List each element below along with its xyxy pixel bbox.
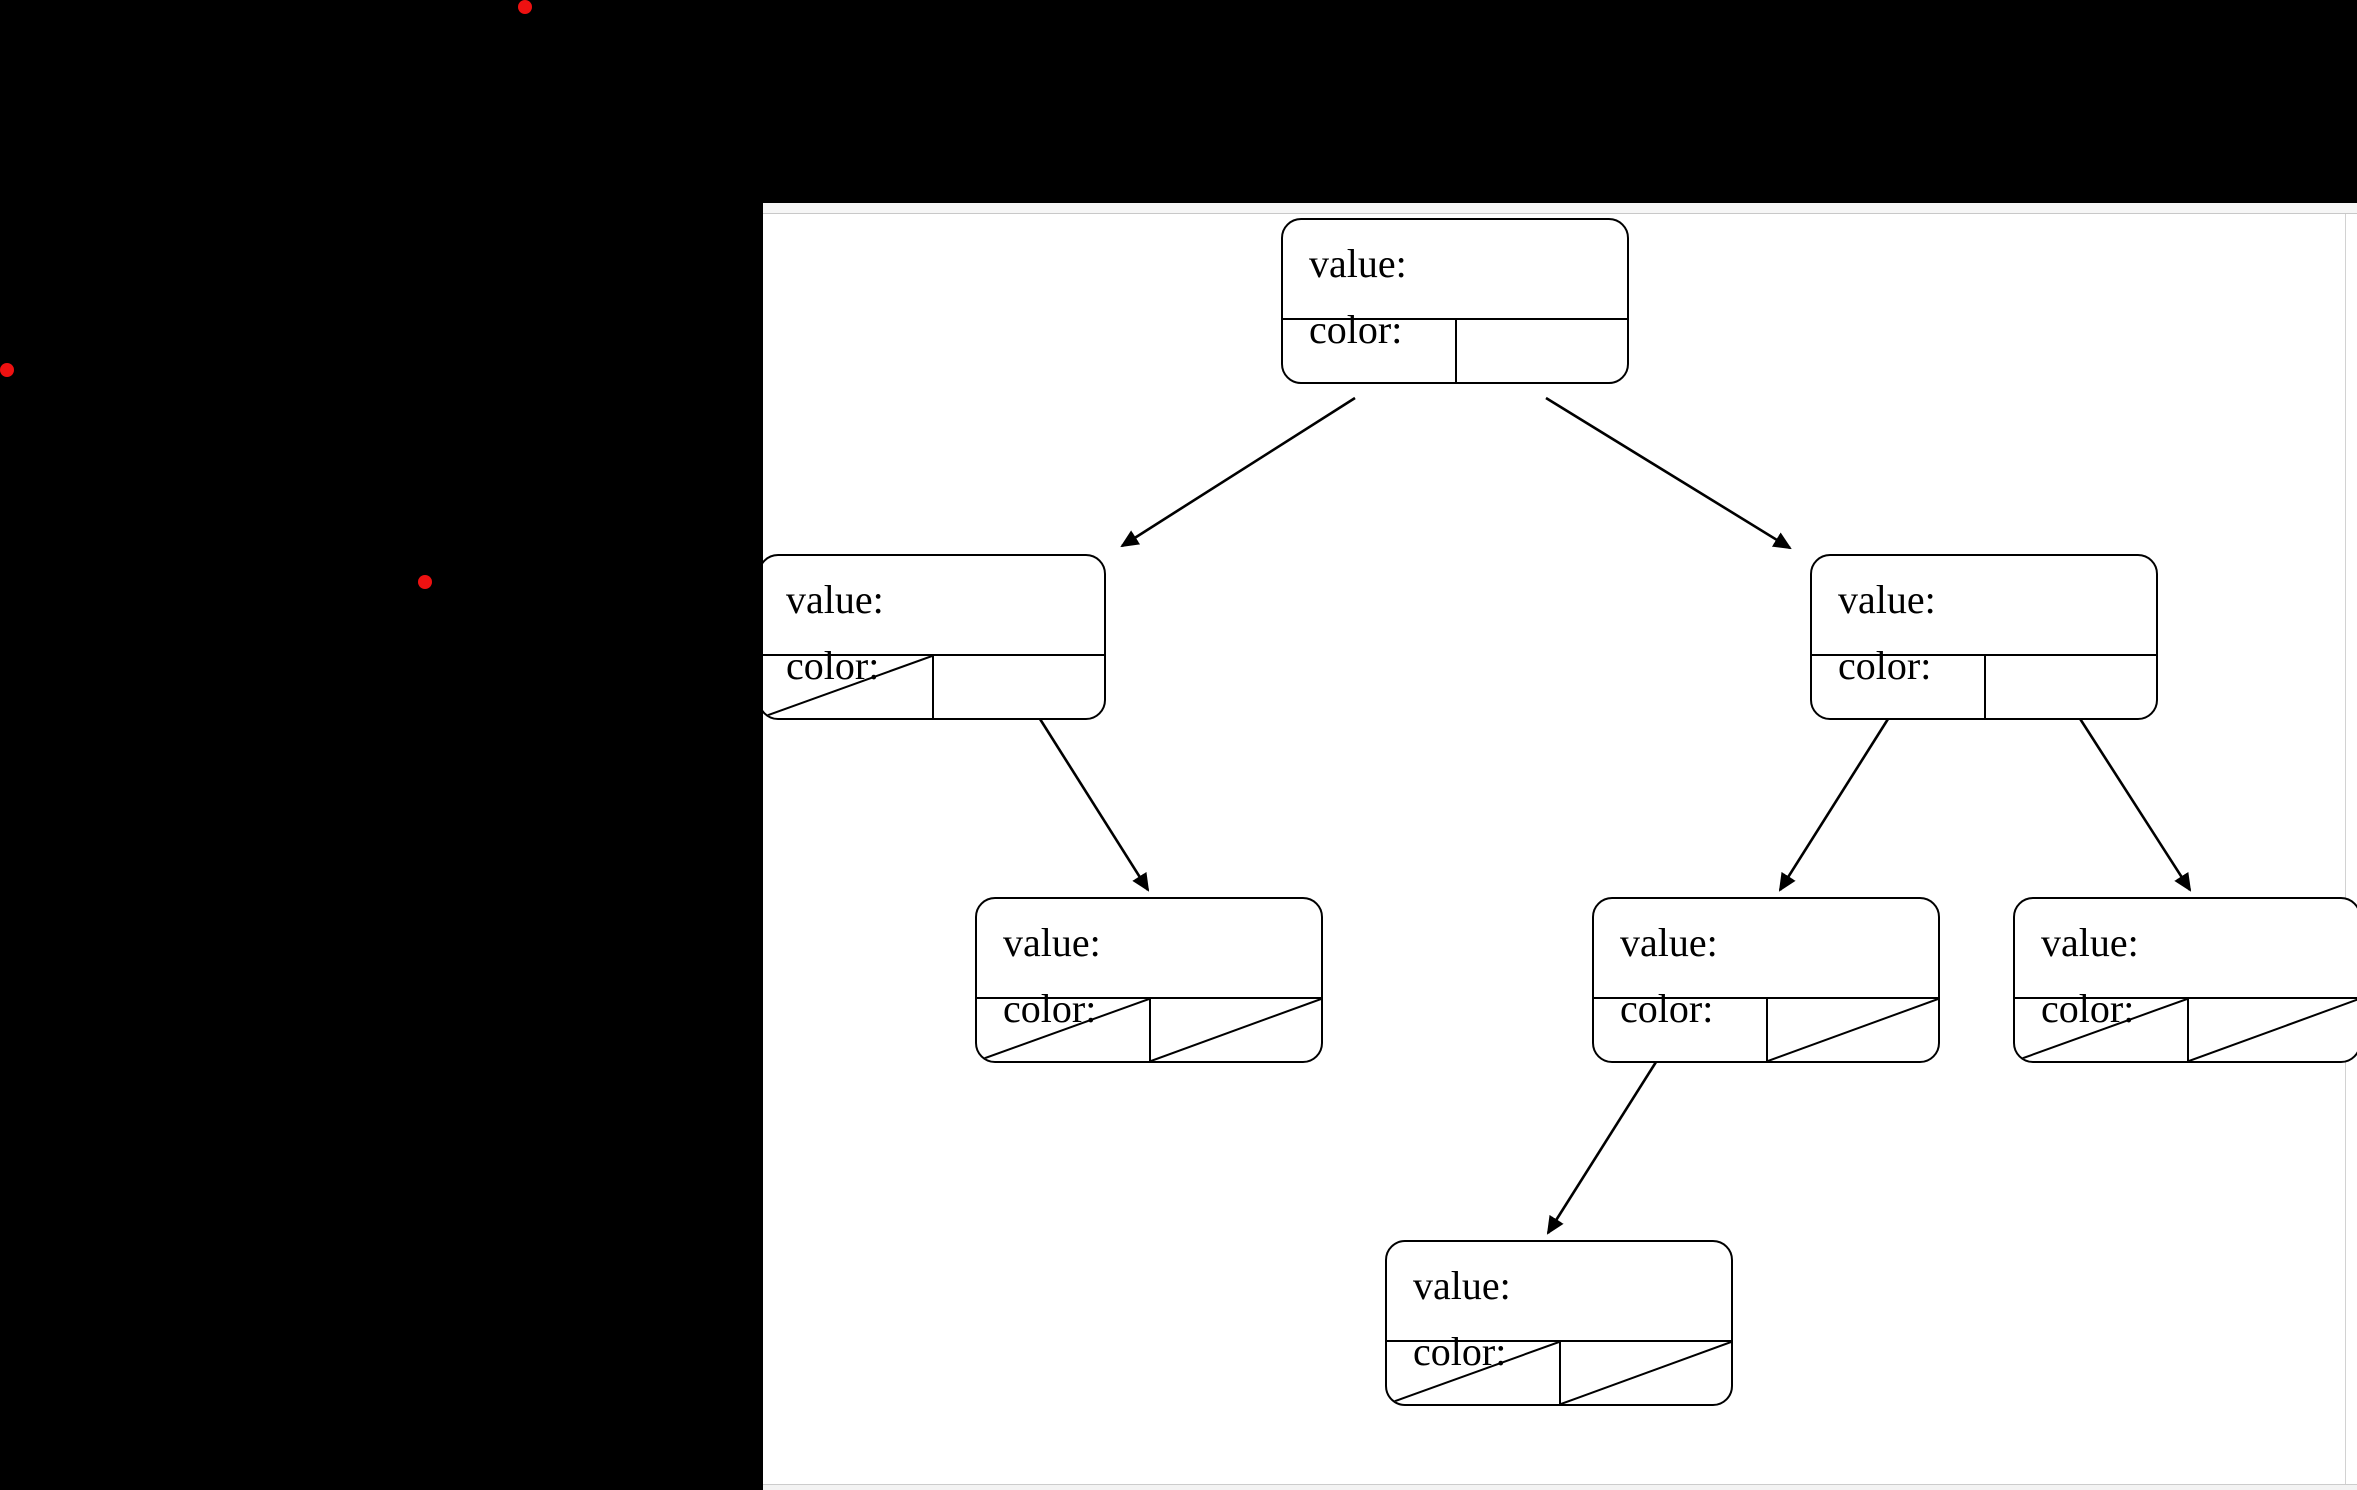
null-pointer-slash-icon — [2015, 999, 2187, 1061]
null-pointer-slash-icon — [763, 656, 932, 718]
null-pointer-slash-icon — [977, 999, 1149, 1061]
node-value-label: value: — [1413, 1263, 1511, 1308]
node-right-pointer-cell[interactable] — [1766, 999, 1938, 1061]
node-field-group: value: color: — [1387, 1242, 1731, 1398]
node-right-pointer-cell[interactable] — [1559, 1342, 1731, 1404]
edge-right-to-rightright — [2066, 699, 2192, 892]
node-right-pointer-cell[interactable] — [1149, 999, 1321, 1061]
tree-node-left-right[interactable]: value: color: — [975, 897, 1323, 1063]
node-color-label: color: — [1838, 643, 1932, 688]
node-field-group: value: color: — [1812, 556, 2156, 712]
marker-mid-dot — [418, 575, 432, 589]
node-pointer-row — [1283, 318, 1627, 382]
node-left-pointer-cell[interactable] — [1594, 999, 1766, 1061]
panel-bottom-strip — [763, 1484, 2357, 1490]
null-pointer-slash-icon — [1768, 999, 1938, 1061]
tree-node-deep[interactable]: value: color: — [1385, 1240, 1733, 1406]
node-pointer-row — [1594, 997, 1938, 1061]
marker-left-dot — [0, 363, 14, 377]
null-pointer-slash-icon — [1387, 1342, 1559, 1404]
marker-top-dot — [518, 0, 532, 14]
node-color-label: color: — [786, 643, 880, 688]
node-right-pointer-cell[interactable] — [932, 656, 1104, 718]
node-value-label: value: — [1003, 920, 1101, 965]
node-field-group: value: color: — [977, 899, 1321, 1055]
tree-node-right-left[interactable]: value: color: — [1592, 897, 1940, 1063]
vertical-scrollbar[interactable] — [2345, 214, 2357, 1490]
node-color-label: color: — [1413, 1329, 1507, 1374]
node-pointer-row — [1812, 654, 2156, 718]
panel-top-strip — [763, 203, 2357, 214]
node-pointer-row — [977, 997, 1321, 1061]
edge-left-to-leftright — [1026, 699, 1150, 892]
node-left-pointer-cell[interactable] — [977, 999, 1149, 1061]
node-pointer-row — [1387, 1340, 1731, 1404]
node-pointer-row — [2015, 997, 2357, 1061]
node-left-pointer-cell[interactable] — [1283, 320, 1455, 382]
node-color-label: color: — [1309, 307, 1403, 352]
diagram-viewport[interactable]: value:color:value:color:value:color:valu… — [763, 203, 2357, 1490]
tree-node-left[interactable]: value: color: — [763, 554, 1106, 720]
edge-right-to-rightleft — [1778, 699, 1902, 892]
node-right-pointer-cell[interactable] — [1984, 656, 2156, 718]
node-field-group: value: color: — [763, 556, 1104, 712]
node-color-label: color: — [2041, 986, 2135, 1031]
edge-root-to-right — [1545, 396, 1792, 550]
node-left-pointer-cell[interactable] — [1812, 656, 1984, 718]
tree-node-right-right[interactable]: value: color: — [2013, 897, 2357, 1063]
edge-root-to-left — [1120, 396, 1356, 548]
node-value-label: value: — [1620, 920, 1718, 965]
node-left-pointer-cell[interactable] — [1387, 1342, 1559, 1404]
node-right-pointer-cell[interactable] — [1455, 320, 1627, 382]
null-pointer-slash-icon — [1151, 999, 1321, 1061]
node-field-group: value: color: — [1283, 220, 1627, 376]
node-value-label: value: — [786, 577, 884, 622]
node-right-pointer-cell[interactable] — [2187, 999, 2357, 1061]
node-value-label: value: — [1838, 577, 1936, 622]
node-left-pointer-cell[interactable] — [763, 656, 932, 718]
tree-node-root[interactable]: value: color: — [1281, 218, 1629, 384]
node-color-label: color: — [1620, 986, 1714, 1031]
node-value-label: value: — [2041, 920, 2139, 965]
node-color-label: color: — [1003, 986, 1097, 1031]
null-pointer-slash-icon — [2189, 999, 2357, 1061]
null-pointer-slash-icon — [1561, 1342, 1731, 1404]
node-value-label: value: — [1309, 241, 1407, 286]
node-field-group: value: color: — [2015, 899, 2357, 1055]
node-field-group: value: color: — [1594, 899, 1938, 1055]
tree-node-right[interactable]: value: color: — [1810, 554, 2158, 720]
node-pointer-row — [763, 654, 1104, 718]
edge-rightleft-to-deep — [1546, 1042, 1670, 1235]
node-left-pointer-cell[interactable] — [2015, 999, 2187, 1061]
